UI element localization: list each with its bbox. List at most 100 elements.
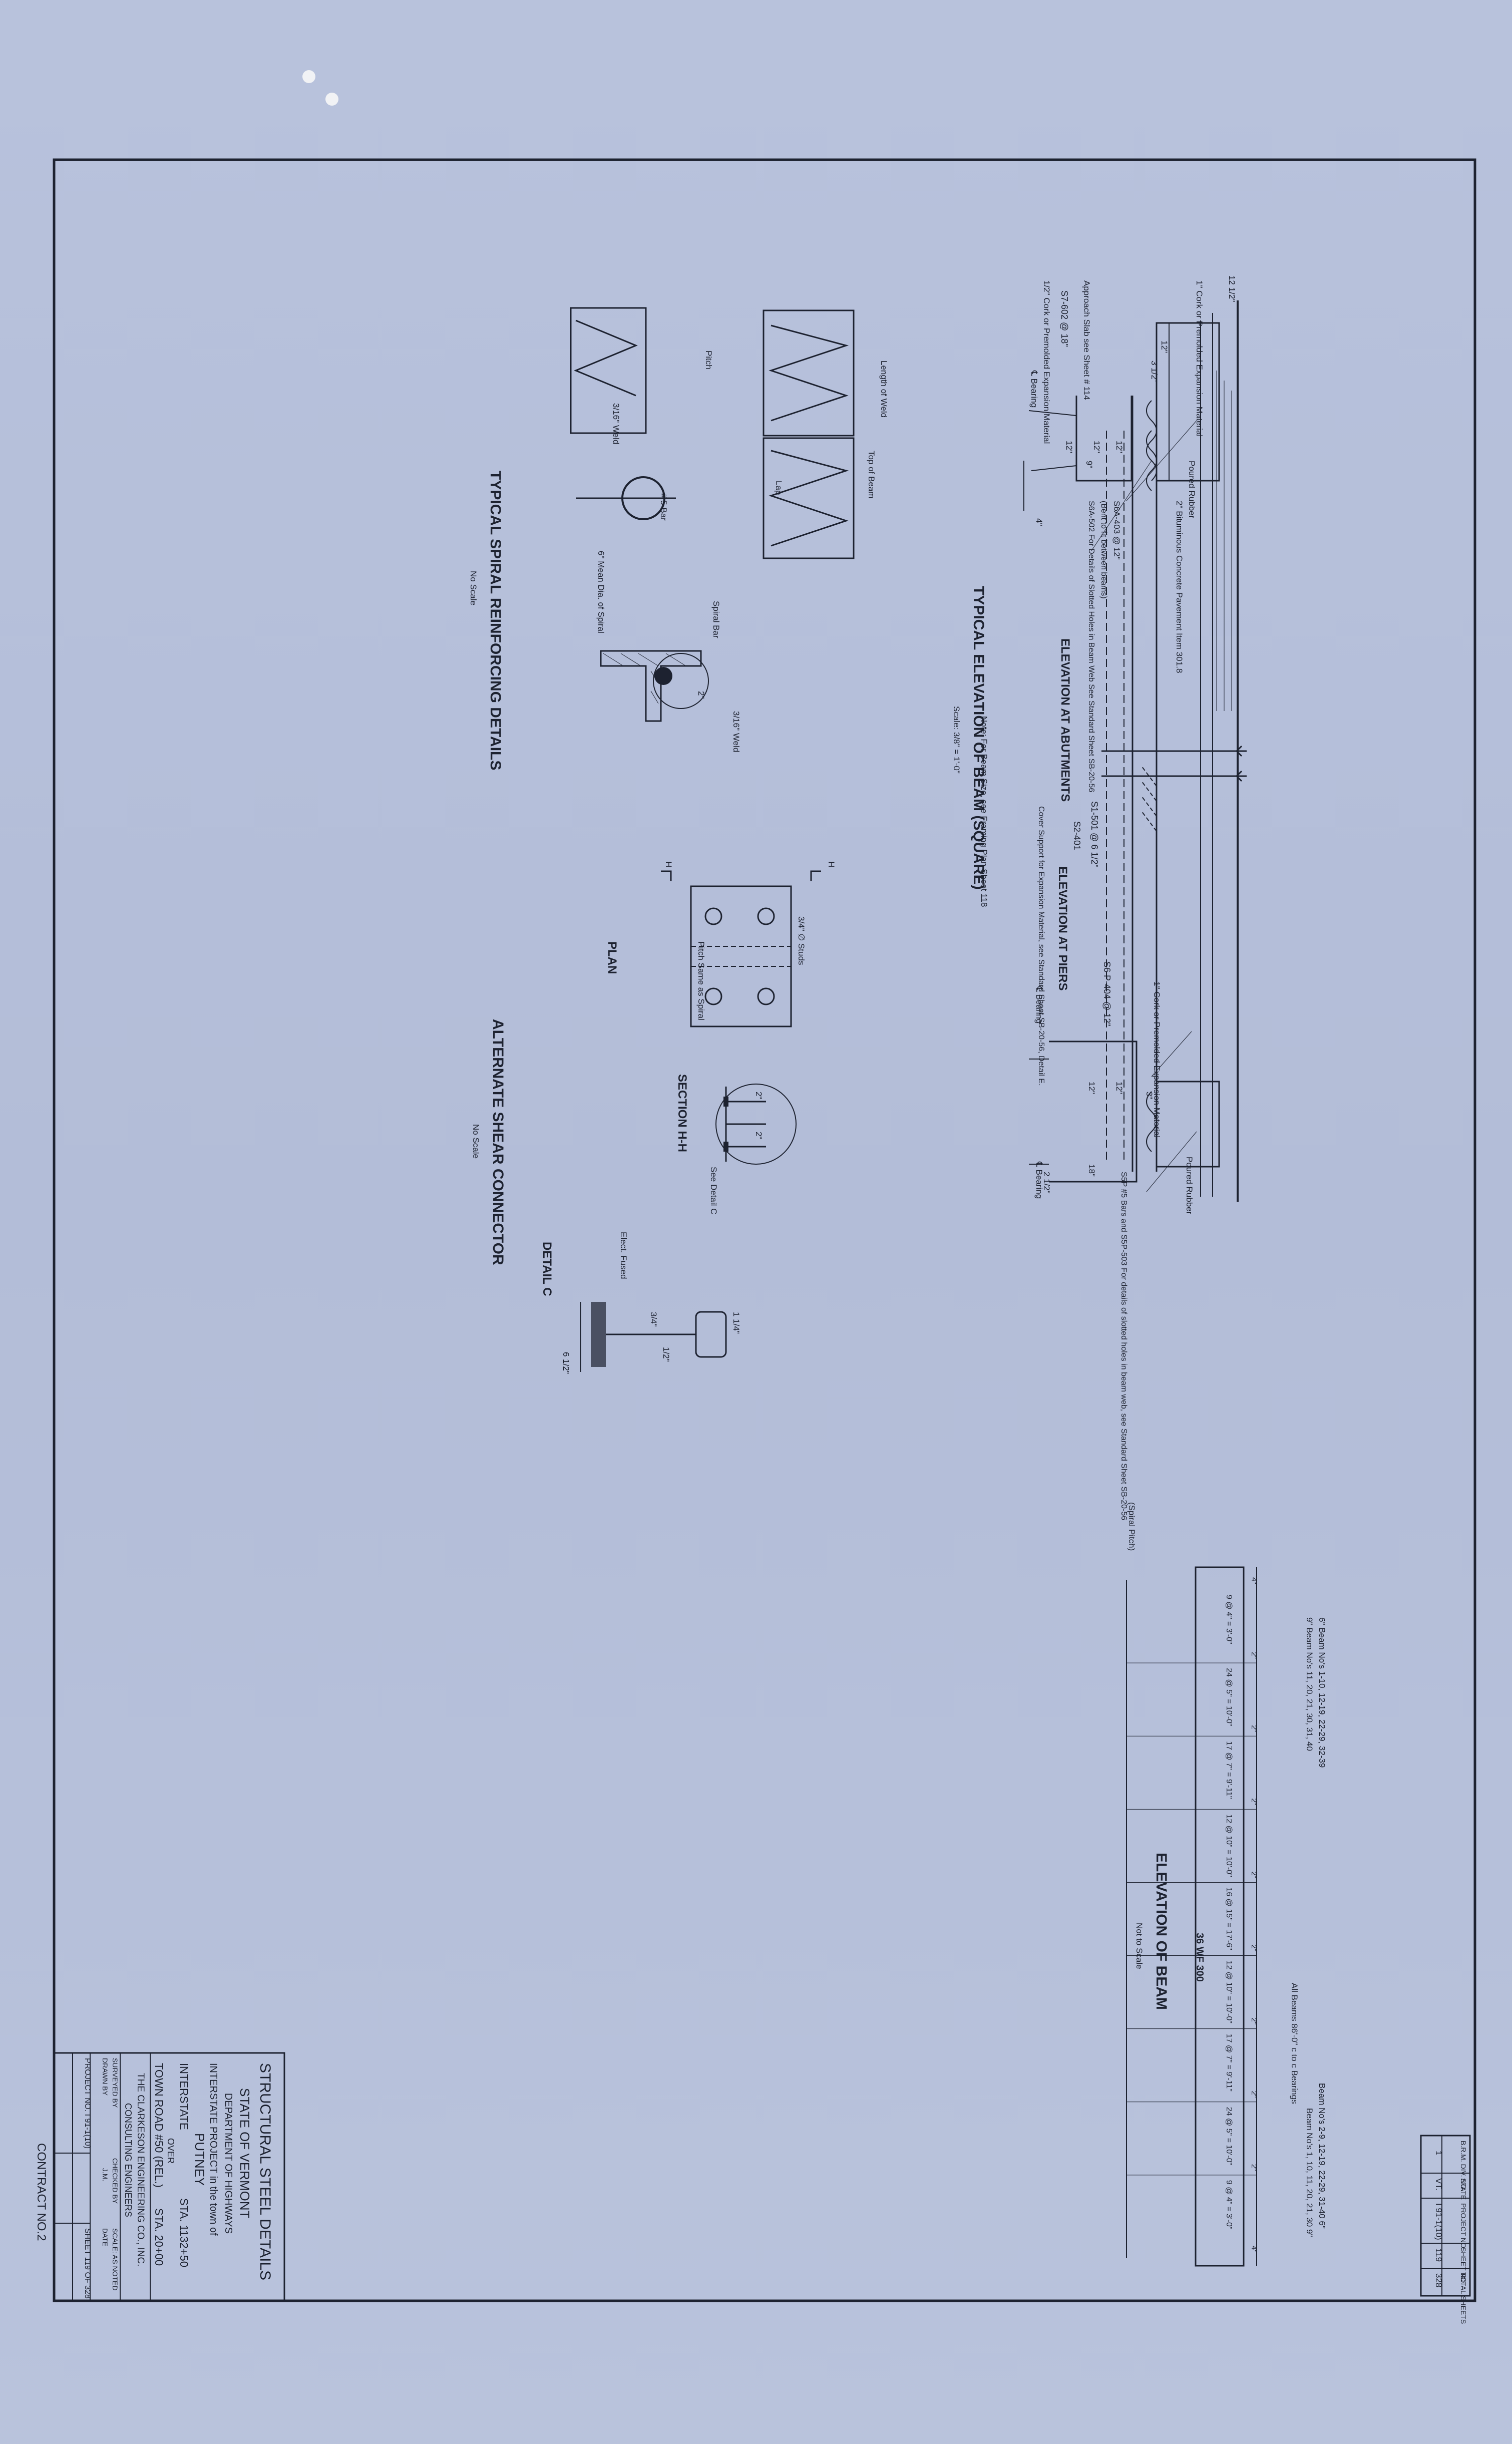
beam-elevation-scale: Not to Scale bbox=[1135, 1923, 1144, 1969]
see-detail-label: See Detail C bbox=[709, 1167, 718, 1214]
title-block-title: STRUCTURAL STEEL DETAILS bbox=[257, 2063, 273, 2280]
segment-label: 24 @ 5" = 10'-0" bbox=[1225, 2107, 1233, 2166]
weld-2-label: 3/16" Weld bbox=[731, 711, 741, 752]
checked-by-value: J.M. bbox=[101, 2168, 109, 2181]
drawn-by-label: DRAWN BY bbox=[101, 2058, 109, 2096]
dim-2a-label: 2" bbox=[754, 1092, 764, 1100]
h-top-label: H bbox=[827, 861, 836, 867]
segment-label-group: 24 @ 5" = 10'-0" bbox=[1225, 1668, 1233, 1726]
cork-right-callout: 1" Cork or Premolded Expansion Material bbox=[1152, 981, 1162, 1138]
stamp-value: 119 bbox=[1434, 2248, 1443, 2262]
approach-slab-callout: Approach Slab see Sheet # 114 bbox=[1082, 280, 1091, 400]
segment-label-group: 17 @ 7" = 9'-11" bbox=[1225, 1741, 1233, 1799]
dim-label: 9" bbox=[1084, 461, 1094, 469]
end-dim-group: 4" bbox=[1250, 1577, 1258, 1584]
punch-hole bbox=[302, 70, 315, 83]
bent-to-fit-note: (Bent to fit between beams) bbox=[1099, 501, 1108, 599]
bar-label: # 5 Bar bbox=[659, 493, 668, 521]
detail-c-label: DETAIL C bbox=[540, 1242, 554, 1296]
title-block-over: OVER bbox=[166, 2138, 176, 2164]
end-dim-label: 4" bbox=[1250, 2246, 1258, 2253]
end-dim-group: 4" bbox=[1250, 2246, 1258, 2253]
sheet-count-label: SHEET 119 OF 328 bbox=[83, 2228, 92, 2299]
top-right-note-2: Beam No's 1, 10, 11, 20, 21, 30 9" bbox=[1305, 2108, 1314, 2237]
dim-label: 3 1/2" bbox=[1150, 361, 1159, 383]
top-right-note-1: Beam No's 2-9, 12-19, 22-29, 31-40 6" bbox=[1317, 2083, 1327, 2229]
s7-602-callout: S7-602 @ 18" bbox=[1059, 290, 1069, 347]
poured-rubber-left-label: Poured Rubber bbox=[1187, 461, 1197, 519]
beam-size-note: Note: For Beam Size, see Framing Plan Sh… bbox=[979, 716, 989, 907]
dim-label: 12" bbox=[1160, 340, 1169, 353]
dim-label: 3" bbox=[1145, 1092, 1154, 1100]
segment-label: 9 @ 4" = 3'-0" bbox=[1225, 2180, 1233, 2230]
segment-label-group: 9 @ 4" = 3'-0" bbox=[1225, 2180, 1233, 2230]
pitch-label: Pitch bbox=[704, 351, 713, 370]
gap-label-group: 2" bbox=[1250, 1798, 1258, 1805]
segment-label-group: 16 @ 15" = 17'-6" bbox=[1225, 1887, 1233, 1950]
h-bottom-label: H bbox=[664, 861, 673, 867]
gap-label-group: 2" bbox=[1250, 2091, 1258, 2098]
spiral-scale: No Scale bbox=[469, 571, 478, 605]
stamp-header: STATE bbox=[1459, 2178, 1467, 2200]
dim-label: 12" bbox=[1092, 441, 1101, 453]
gap-label: 2" bbox=[1250, 1652, 1258, 1659]
title-block-sta2: STA. 20+00 bbox=[153, 2208, 165, 2266]
typical-elevation-of-beam: 1" Cork or Premolded Expansion Material … bbox=[952, 275, 1247, 1520]
title-block: STRUCTURAL STEEL DETAILS STATE OF VERMON… bbox=[35, 2052, 285, 2302]
spiral-reinforcing-details: 3/16" Weld Length of Weld Top of Beam Pi… bbox=[469, 307, 889, 770]
stamp-value: 1 bbox=[1434, 2151, 1443, 2155]
typical-elevation-scale: Scale: 3/8" = 1'-0" bbox=[952, 706, 961, 774]
pitch-same-label: Pitch Same as Spiral bbox=[696, 941, 706, 1020]
segment-label-group: 12 @ 10" = 10'-0" bbox=[1225, 1814, 1233, 1877]
cover-support-callout: Cover Support for Expansion Material, se… bbox=[1037, 806, 1045, 1086]
lap-label: Lap bbox=[774, 481, 784, 495]
gap-label-group: 2" bbox=[1250, 1945, 1258, 1952]
dim-1-1-4-label: 1 1/4" bbox=[731, 1312, 741, 1334]
dim-2-label: 2" bbox=[696, 691, 706, 699]
title-block-consultant: THE CLARKESON ENGINEERING CO., INC. bbox=[135, 2073, 146, 2266]
dim-1-2-label: 1/2" bbox=[661, 1347, 671, 1362]
title-block-town: PUTNEY bbox=[192, 2133, 207, 2186]
gap-label-group: 2" bbox=[1250, 1652, 1258, 1659]
alternate-shear-connector: H H 3/4" ∅ Studs Pitch Same as Spiral Se… bbox=[471, 861, 836, 1374]
dim-label: 4" bbox=[1034, 518, 1044, 526]
dim-label: 12 1/2" bbox=[1227, 275, 1237, 302]
s2-401-callout: S2-401 bbox=[1072, 821, 1082, 850]
title-block-consultant-sub: CONSULTING ENGINEERS bbox=[123, 2103, 133, 2217]
studs-label: 3/4" ∅ Studs bbox=[797, 916, 806, 965]
gap-label-group: 2" bbox=[1250, 1725, 1258, 1732]
title-block-sta1: STA. 1132+50 bbox=[178, 2198, 190, 2267]
scale-label: SCALE: AS NOTED bbox=[111, 2228, 119, 2290]
gap-label: 2" bbox=[1250, 2164, 1258, 2171]
date-label: DATE bbox=[101, 2228, 109, 2246]
top-left-note-1: 6" Beam No's 1-10, 12-19, 22-29, 32-39 bbox=[1317, 1617, 1327, 1768]
title-block-state: STATE OF VERMONT bbox=[237, 2088, 252, 2219]
title-block-town-road: TOWN ROAD #50 (REL.) bbox=[153, 2063, 165, 2188]
segment-label-group: 17 @ 7" = 9'-11" bbox=[1225, 2034, 1233, 2091]
segment-label: 16 @ 15" = 17'-6" bbox=[1225, 1887, 1233, 1950]
dim-label: 12" bbox=[1064, 441, 1074, 453]
beam-section-label: 36 WF 300 bbox=[1194, 1933, 1205, 1982]
typical-elevation-title: TYPICAL ELEVATION OF BEAM (SQUARE) bbox=[970, 586, 987, 890]
elevation-of-beam: 6" Beam No's 1-10, 12-19, 22-29, 32-39 9… bbox=[1126, 1502, 1327, 2267]
gap-label: 2" bbox=[1250, 2091, 1258, 2098]
spiral-pitch-label: (Spiral Pitch) bbox=[1127, 1502, 1137, 1551]
poured-rubber-right-label: Poured Rubber bbox=[1185, 1157, 1194, 1215]
checked-by-label: CHECKED BY bbox=[111, 2158, 119, 2204]
gap-label: 2" bbox=[1250, 1871, 1258, 1878]
gap-label-group: 2" bbox=[1250, 1871, 1258, 1878]
stamp-header: PROJECT NO. bbox=[1459, 2203, 1467, 2250]
dim-label: 2 1/2" bbox=[1042, 1172, 1051, 1194]
segment-label: 17 @ 7" = 9'-11" bbox=[1225, 1741, 1233, 1799]
top-left-note-2: 9" Beam No's 11, 20, 21, 30, 31, 40 bbox=[1305, 1617, 1314, 1751]
segment-label: 12 @ 10" = 10'-0" bbox=[1225, 1814, 1233, 1877]
stamp-table: B.R.M. DIV. NO. STATE PROJECT NO. SHEET … bbox=[1420, 2135, 1471, 2324]
segment-label: 9 @ 4" = 3'-0" bbox=[1225, 1595, 1233, 1644]
spiral-title: TYPICAL SPIRAL REINFORCING DETAILS bbox=[487, 471, 504, 770]
stamp-header: SHEET NO. bbox=[1459, 2247, 1467, 2285]
stamp-value: 328 bbox=[1434, 2273, 1443, 2287]
spiral-bar-label: Spiral Bar bbox=[711, 601, 721, 638]
s1-501-callout: S1-501 @ 6 1/2" bbox=[1089, 801, 1099, 868]
weld-label: 3/16" Weld bbox=[611, 403, 621, 444]
